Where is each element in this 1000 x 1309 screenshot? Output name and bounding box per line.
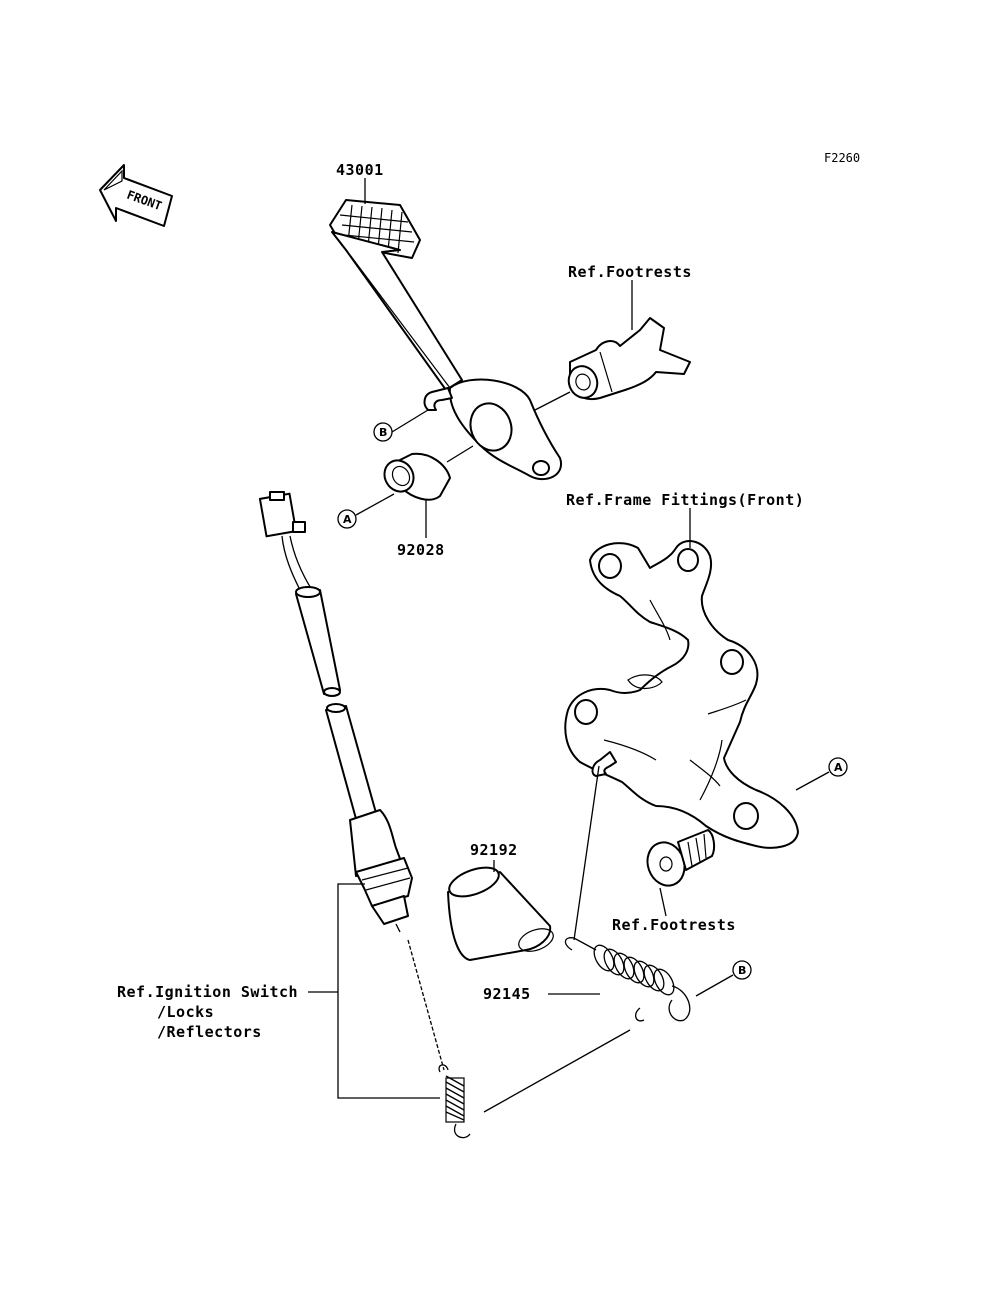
brake-pedal-part — [329, 199, 563, 481]
ref-ignition-line2: /Locks — [157, 1003, 214, 1021]
part-number-92145: 92145 — [483, 985, 531, 1003]
marker-a-right: A — [828, 757, 848, 777]
svg-text:A: A — [834, 761, 843, 774]
figure-code: F2260 — [824, 151, 860, 165]
bolt-part — [646, 829, 716, 887]
marker-b-top: B — [373, 422, 393, 442]
brake-light-switch-part — [258, 491, 413, 933]
svg-text:A: A — [343, 513, 352, 526]
ref-ignition-line1: Ref.Ignition Switch — [117, 983, 298, 1001]
switch-spring-part — [438, 1064, 471, 1139]
footrest-bracket-part — [567, 317, 691, 400]
ref-frame-fittings: Ref.Frame Fittings(Front) — [566, 491, 804, 509]
front-arrow-icon: FRONT — [99, 164, 173, 227]
part-number-92192: 92192 — [470, 841, 518, 859]
svg-text:B: B — [738, 964, 746, 977]
return-spring-part — [564, 937, 691, 1022]
marker-a-left: A — [337, 509, 357, 529]
bushing-part — [383, 452, 451, 501]
collar-part — [447, 866, 554, 961]
part-number-43001: 43001 — [336, 161, 384, 179]
ref-footrests-bottom: Ref.Footrests — [612, 916, 736, 934]
part-number-92028: 92028 — [397, 541, 445, 559]
svg-text:B: B — [379, 426, 387, 439]
ref-footrests-top: Ref.Footrests — [568, 263, 692, 281]
ref-ignition-line3: /Reflectors — [157, 1023, 262, 1041]
marker-b-right: B — [732, 960, 752, 980]
frame-fitting-part — [564, 540, 799, 849]
